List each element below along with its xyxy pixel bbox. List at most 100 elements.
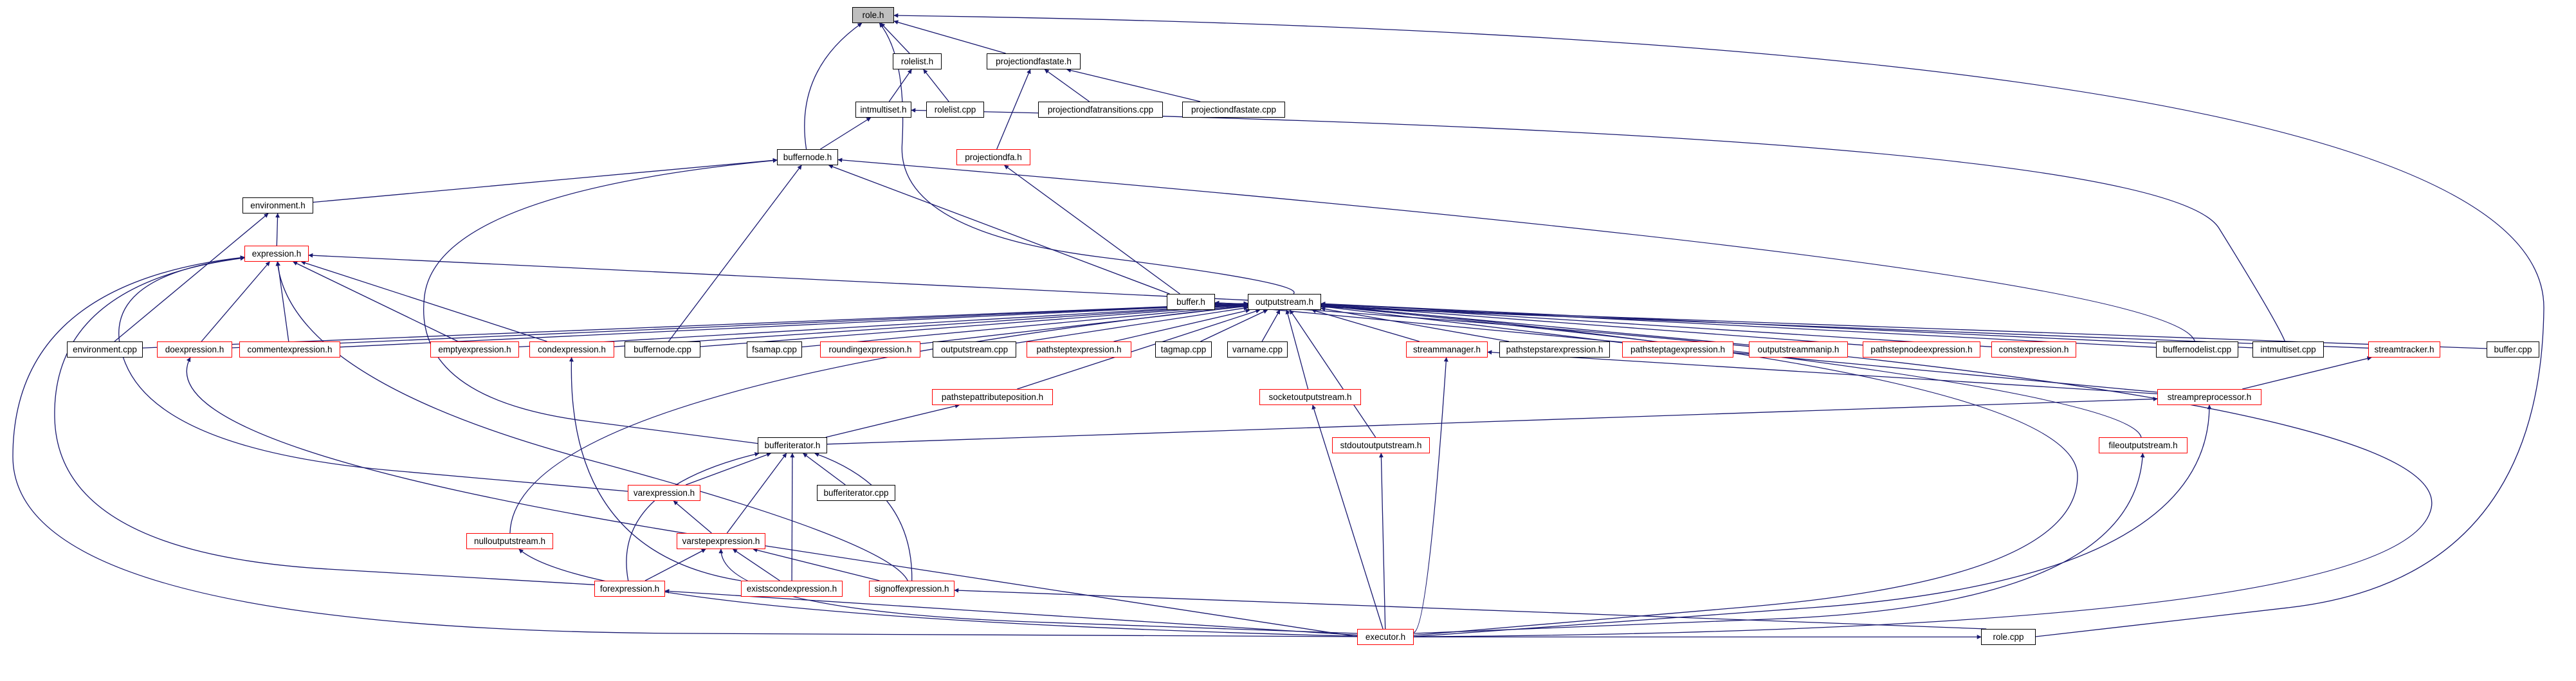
edge-streammanager-h-to-executor-h bbox=[1413, 357, 1448, 633]
node-emptyexpression-h[interactable]: emptyexpression.h bbox=[430, 341, 519, 358]
node-socketoutputstream-h[interactable]: socketoutputstream.h bbox=[1259, 389, 1361, 405]
node-pathstepattributeposition-h[interactable]: pathstepattributeposition.h bbox=[932, 389, 1053, 405]
edge-outputstream-h-to-buffernode-cpp bbox=[700, 302, 1248, 347]
edge-outputstream-h-to-fsamap-cpp bbox=[801, 303, 1248, 348]
node-bufferiterator-h[interactable]: bufferiterator.h bbox=[758, 437, 827, 453]
node-fileoutputstream-h[interactable]: fileoutputstream.h bbox=[2099, 437, 2188, 453]
node-projectiondfastate-h[interactable]: projectiondfastate.h bbox=[987, 53, 1081, 69]
edge-outputstream-h-to-condexpression-h bbox=[614, 302, 1248, 347]
edge-intmultiset-h-to-intmultiset-cpp bbox=[911, 108, 2286, 342]
edge-bufferiterator-h-to-forexpression-h bbox=[626, 452, 760, 581]
edge-intmultiset-h-to-buffernode-h bbox=[820, 117, 872, 150]
edge-buffernode-h-to-buffernode-cpp bbox=[668, 165, 802, 342]
node-environment-cpp[interactable]: environment.cpp bbox=[67, 341, 143, 358]
node-intmultiset-h[interactable]: intmultiset.h bbox=[855, 102, 911, 118]
node-varstepexpression-h[interactable]: varstepexpression.h bbox=[677, 533, 765, 549]
edge-expression-h-to-varexpression-h bbox=[118, 255, 628, 492]
node-varexpression-h[interactable]: varexpression.h bbox=[628, 485, 700, 501]
node-buffer-cpp[interactable]: buffer.cpp bbox=[2487, 341, 2539, 358]
node-role-h[interactable]: role.h bbox=[852, 7, 894, 23]
node-streampreprocessor-h[interactable]: streampreprocessor.h bbox=[2157, 389, 2261, 405]
edge-environment-h-to-environment-cpp bbox=[114, 213, 269, 342]
edge-projectiondfastate-h-to-projectiondfa-h bbox=[996, 69, 1031, 150]
edge-fileoutputstream-h-to-executor-h bbox=[1413, 453, 2145, 634]
edge-outputstream-h-to-fileoutputstream-h bbox=[1320, 304, 2142, 438]
edge-buffer-h-to-executor-h bbox=[1214, 301, 2433, 637]
edge-outputstream-h-to-doexpression-h bbox=[232, 301, 1248, 349]
node-buffernodelist-cpp[interactable]: buffernodelist.cpp bbox=[2156, 341, 2238, 358]
node-doexpression-h[interactable]: doexpression.h bbox=[157, 341, 232, 358]
node-constexpression-h[interactable]: constexpression.h bbox=[1991, 341, 2076, 358]
node-condexpression-h[interactable]: condexpression.h bbox=[529, 341, 614, 358]
edge-bufferiterator-h-to-varstepexpression-h bbox=[726, 453, 787, 534]
node-rolelist-cpp[interactable]: rolelist.cpp bbox=[926, 102, 984, 118]
node-environment-h[interactable]: environment.h bbox=[242, 197, 313, 213]
edge-outputstream-h-to-socketoutputstream-h bbox=[1285, 309, 1309, 390]
edge-outputstream-h-to-stdoutoutputstream-h bbox=[1289, 309, 1376, 438]
node-pathstepstarexpression-h[interactable]: pathstepstarexpression.h bbox=[1499, 341, 1610, 358]
node-roundingexpression-h[interactable]: roundingexpression.h bbox=[820, 341, 920, 358]
node-nulloutputstream-h[interactable]: nulloutputstream.h bbox=[466, 533, 553, 549]
edge-role-h-to-rolelist-h bbox=[880, 23, 910, 54]
edge-outputstream-h-to-executor-h bbox=[1320, 303, 2078, 636]
node-outputstream-cpp[interactable]: outputstream.cpp bbox=[933, 341, 1016, 358]
node-projectiondfatransitions-cpp[interactable]: projectiondfatransitions.cpp bbox=[1038, 102, 1163, 118]
node-expression-h[interactable]: expression.h bbox=[244, 246, 309, 262]
edge-streammanager-h-to-streampreprocessor-h bbox=[1487, 350, 2158, 395]
node-streammanager-h[interactable]: streammanager.h bbox=[1406, 341, 1488, 358]
node-pathsteptagexpression-h[interactable]: pathsteptagexpression.h bbox=[1622, 341, 1733, 358]
node-existscondexpression-h[interactable]: existscondexpression.h bbox=[741, 581, 843, 597]
edge-outputstream-h-to-tagmap-cpp bbox=[1200, 309, 1268, 342]
edge-buffernode-h-to-buffernodelist-cpp bbox=[837, 158, 2196, 342]
node-projectiondfa-h[interactable]: projectiondfa.h bbox=[956, 149, 1030, 165]
edge-expression-h-to-condexpression-h bbox=[300, 260, 547, 342]
node-intmultiset-cpp[interactable]: intmultiset.cpp bbox=[2252, 341, 2324, 358]
node-outputstream-h[interactable]: outputstream.h bbox=[1248, 294, 1321, 310]
node-outputstreammanip-h[interactable]: outputstreammanip.h bbox=[1749, 341, 1848, 358]
node-rolelist-h[interactable]: rolelist.h bbox=[893, 53, 942, 69]
edge-streamtracker-h-to-streampreprocessor-h bbox=[2242, 356, 2372, 390]
edge-role-h-to-projectiondfastate-h bbox=[893, 20, 1006, 54]
edge-expression-h-to-doexpression-h bbox=[201, 261, 270, 342]
node-commentexpression-h[interactable]: commentexpression.h bbox=[239, 341, 340, 358]
edge-outputstream-h-to-emptyexpression-h bbox=[518, 302, 1248, 348]
edge-streampreprocessor-h-to-bufferiterator-h bbox=[827, 397, 2158, 445]
node-tagmap-cpp[interactable]: tagmap.cpp bbox=[1155, 341, 1212, 358]
node-fsamap-cpp[interactable]: fsamap.cpp bbox=[747, 341, 802, 358]
edge-outputstream-h-to-commentexpression-h bbox=[340, 302, 1248, 348]
node-signoffexpression-h[interactable]: signoffexpression.h bbox=[869, 581, 955, 597]
node-stdoutoutputstream-h[interactable]: stdoutoutputstream.h bbox=[1332, 437, 1430, 453]
edge-expression-h-to-forexpression-h bbox=[54, 256, 595, 585]
edge-outputstream-h-to-pathstepnodeexpression-h bbox=[1320, 302, 1863, 346]
edge-streampreprocessor-h-to-executor-h bbox=[1413, 404, 2212, 637]
edge-outputstream-h-to-buffernodelist-cpp bbox=[1320, 302, 2157, 348]
node-buffernode-cpp[interactable]: buffernode.cpp bbox=[625, 341, 700, 358]
node-executor-h[interactable]: executor.h bbox=[1357, 629, 1414, 645]
edge-varstepexpression-h-to-forexpression-h bbox=[644, 549, 706, 581]
node-projectiondfastate-cpp[interactable]: projectiondfastate.cpp bbox=[1182, 102, 1285, 118]
edge-role-h-to-role-cpp bbox=[893, 13, 2544, 637]
node-streamtracker-h[interactable]: streamtracker.h bbox=[2368, 341, 2440, 358]
edge-varexpression-h-to-varstepexpression-h bbox=[673, 500, 712, 534]
node-bufferiterator-cpp[interactable]: bufferiterator.cpp bbox=[817, 485, 895, 501]
edge-outputstream-h-to-varname-cpp bbox=[1261, 309, 1281, 342]
edge-outputstream-h-to-intmultiset-cpp bbox=[1320, 302, 2253, 349]
edge-bufferiterator-h-to-varexpression-h bbox=[685, 452, 771, 486]
node-buffernode-h[interactable]: buffernode.h bbox=[777, 149, 838, 165]
node-pathsteptexpression-h[interactable]: pathsteptexpression.h bbox=[1027, 341, 1131, 358]
node-buffer-h[interactable]: buffer.h bbox=[1167, 294, 1215, 310]
node-role-cpp[interactable]: role.cpp bbox=[1981, 629, 2036, 645]
edge-condexpression-h-to-existscondexpression-h bbox=[569, 357, 742, 581]
edge-projectiondfastate-h-to-projectiondfastate-cpp bbox=[1066, 68, 1201, 102]
node-forexpression-h[interactable]: forexpression.h bbox=[594, 581, 665, 597]
edge-socketoutputstream-h-to-executor-h bbox=[1311, 404, 1384, 630]
node-varname-cpp[interactable]: varname.cpp bbox=[1227, 341, 1288, 358]
edge-buffernode-h-to-environment-h bbox=[313, 158, 778, 203]
edge-rolelist-h-to-rolelist-cpp bbox=[923, 69, 949, 102]
edge-buffer-h-to-streamtracker-h bbox=[1214, 300, 2369, 349]
edge-outputstream-h-to-pathstepattributeposition-h bbox=[1017, 309, 1261, 390]
edge-expression-h-to-signoffexpression-h bbox=[275, 261, 908, 581]
edge-projectiondfastate-h-to-projectiondfatransitions-cpp bbox=[1044, 69, 1090, 102]
node-pathstepnodeexpression-h[interactable]: pathstepnodeexpression.h bbox=[1863, 341, 1980, 358]
